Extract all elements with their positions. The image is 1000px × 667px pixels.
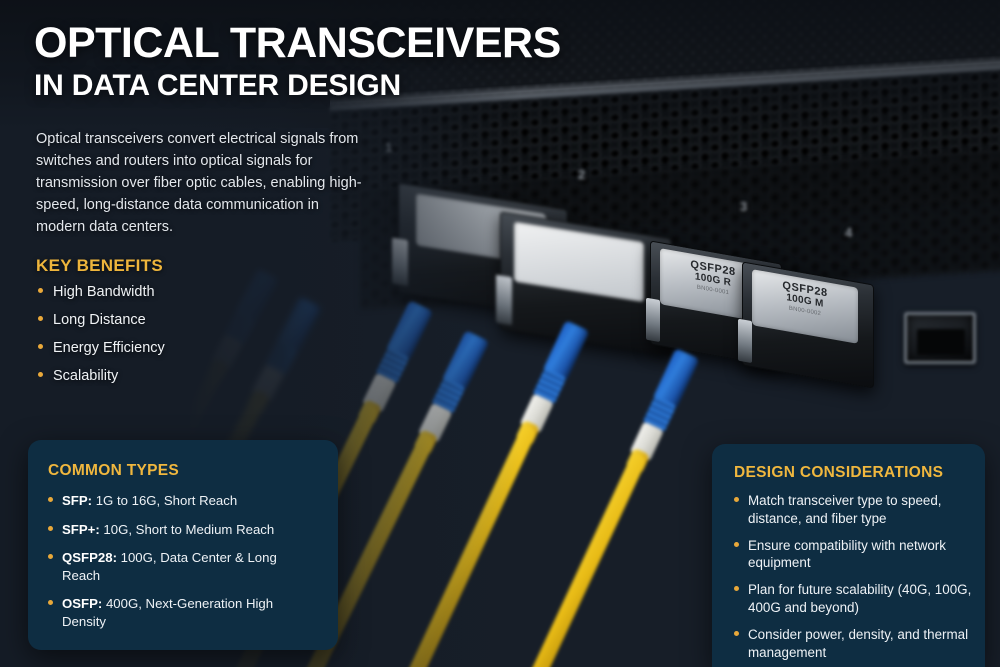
list-item: Long Distance	[38, 313, 338, 328]
bullet-dot	[38, 344, 43, 349]
list-item: Energy Efficiency	[38, 341, 338, 356]
bullet-dot	[48, 525, 53, 531]
design-consideration-label: Match transceiver type to speed, distanc…	[748, 493, 942, 526]
design-considerations-heading: DESIGN CONSIDERATIONS	[734, 464, 944, 481]
port-number-2: 2	[578, 167, 586, 182]
list-item: Consider power, density, and thermal man…	[734, 626, 985, 662]
common-type-term: SFP+:	[62, 521, 100, 537]
list-item: Match transceiver type to speed, distanc…	[734, 492, 985, 528]
common-type-entry: OSFP: 400G, Next-Generation High Density	[62, 595, 317, 630]
list-item: SFP+: 10G, Short to Medium Reach	[48, 521, 338, 539]
common-types-heading: COMMON TYPES	[48, 462, 180, 479]
intro-paragraph: Optical transceivers convert electrical …	[36, 131, 362, 236]
list-item: OSFP: 400G, Next-Generation High Density	[48, 595, 338, 630]
list-item: Ensure compatibility with network equipm…	[734, 537, 985, 573]
bullet-dot	[48, 554, 53, 560]
design-consideration-label: Plan for future scalability (40G, 100G, …	[748, 582, 972, 616]
key-benefit-label: High Bandwidth	[53, 284, 155, 300]
common-type-desc: 100G, Data Center & Long Reach	[62, 550, 277, 583]
common-type-entry: SFP: 1G to 16G, Short Reach	[62, 492, 237, 510]
page-subtitle: IN DATA CENTER DESIGN	[34, 69, 401, 102]
title-block: OPTICAL TRANSCEIVERS IN DATA CENTER DESI…	[34, 22, 561, 104]
bullet-dot	[38, 372, 43, 377]
common-types-list: SFP: 1G to 16G, Short Reach SFP+: 10G, S…	[48, 492, 338, 630]
key-benefit-label: Energy Efficiency	[53, 340, 165, 356]
list-item: Scalability	[38, 369, 338, 384]
key-benefits-list: High Bandwidth Long Distance Energy Effi…	[38, 285, 338, 397]
list-item: High Bandwidth	[38, 285, 338, 300]
top-gradient-scrim	[0, 0, 1000, 130]
key-benefit-label: Scalability	[53, 368, 119, 384]
common-type-term: SFP:	[62, 493, 93, 508]
design-consideration-label: Ensure compatibility with network equipm…	[748, 537, 946, 571]
empty-sfp-cage	[904, 312, 976, 364]
common-type-term: OSFP:	[62, 596, 103, 612]
key-benefit-label: Long Distance	[53, 312, 146, 328]
bullet-dot	[734, 497, 739, 502]
bullet-dot	[48, 600, 53, 606]
list-item: QSFP28: 100G, Data Center & Long Reach	[48, 549, 338, 584]
port-number-3: 3	[740, 199, 748, 214]
design-considerations-card: DESIGN CONSIDERATIONS Match transceiver …	[712, 444, 985, 667]
design-consideration-label: Consider power, density, and thermal man…	[748, 626, 969, 660]
port-number-4: 4	[845, 225, 853, 240]
common-type-desc: 1G to 16G, Short Reach	[92, 493, 238, 508]
common-types-card: COMMON TYPES SFP: 1G to 16G, Short Reach…	[28, 440, 338, 650]
list-item: SFP: 1G to 16G, Short Reach	[48, 492, 338, 510]
page-title: OPTICAL TRANSCEIVERS	[34, 19, 561, 67]
bullet-dot	[48, 497, 53, 502]
common-type-entry: SFP+: 10G, Short to Medium Reach	[62, 521, 274, 539]
bullet-dot	[38, 288, 43, 293]
bullet-dot	[734, 630, 739, 636]
common-type-desc: 10G, Short to Medium Reach	[99, 521, 275, 537]
bullet-dot	[38, 316, 43, 321]
bullet-dot	[734, 541, 739, 547]
key-benefits-heading: KEY BENEFITS	[36, 256, 164, 275]
common-type-term: QSFP28:	[62, 550, 117, 566]
bullet-dot	[734, 586, 739, 592]
common-type-entry: QSFP28: 100G, Data Center & Long Reach	[62, 549, 317, 584]
design-considerations-list: Match transceiver type to speed, distanc…	[734, 492, 985, 662]
list-item: Plan for future scalability (40G, 100G, …	[734, 581, 985, 617]
common-type-desc: 400G, Next-Generation High Density	[62, 596, 274, 629]
